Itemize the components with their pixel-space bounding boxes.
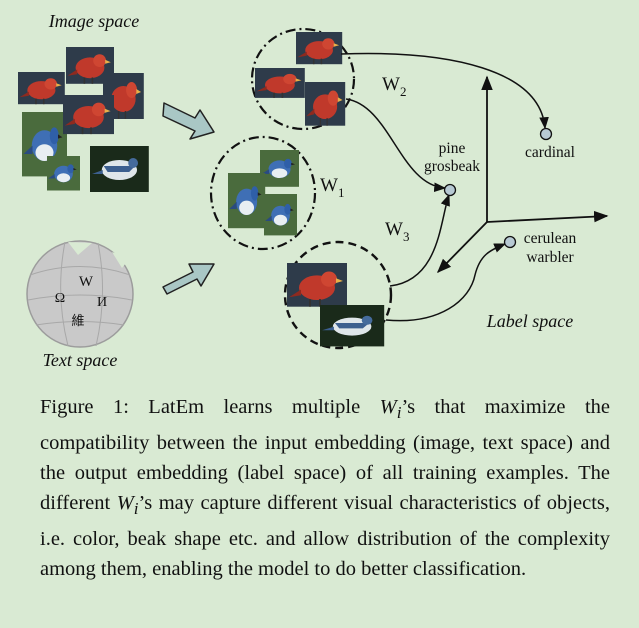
label-space-label: Label space [486,311,573,331]
pine-grosbeak-node [443,183,457,197]
pine-grosbeak-label-1: pine [439,140,466,157]
cerulean-warbler-label-2: warbler [526,249,574,266]
wiki-glyph-kanji: 維 [71,313,84,328]
bird-thumbnail-small [47,156,80,191]
cardinal-node [539,127,553,141]
wiki-glyph-omega: Ω [55,291,65,306]
w3-warbler-thumb [320,305,385,347]
bird-thumbnail-pine-grosbeak [63,95,114,135]
cardinal-label: cardinal [525,144,575,161]
wiki-glyph-w: W [79,274,94,290]
w2-hummingbird-thumb [255,68,305,98]
text-space-label: Text space [43,350,118,370]
caption-wi-symbol-2: Wi [116,492,139,519]
w2-cardinal-thumb [296,32,343,65]
block-arrow-text-to-embedding [162,263,215,295]
image-space-collage [18,47,149,192]
cluster-w1 [209,135,317,251]
cluster-w3 [283,240,393,350]
bird-thumbnail-hummingbird [18,72,65,105]
w1-label: W1 [320,175,344,200]
w1-warbler-thumb-c [264,194,297,236]
image-space-label: Image space [48,11,139,31]
pine-grosbeak-label-2: grosbeak [424,158,480,175]
w2-grosbeak-thumb [305,82,346,126]
caption-part-2: ’s may capture different visual characte… [40,492,610,581]
caption-wi-symbol-1: Wi [379,396,402,423]
label-space-axes [436,75,609,274]
w3-label: W3 [385,219,409,244]
cluster-w2 [250,27,356,131]
wikipedia-globe-icon: W Ω И 維 [26,240,134,348]
wiki-glyph-i: И [97,295,107,310]
w2-label: W2 [382,74,406,99]
w3-grosbeak-thumb [287,263,347,307]
caption-prefix: Figure 1: LatEm learns multiple [40,396,380,418]
caption-part-1: ’s that maximize the compatibility betwe… [40,396,610,515]
block-arrow-image-to-embedding [162,102,215,140]
w1-warbler-thumb-a [260,150,299,187]
figure-caption: Figure 1: LatEm learns multiple Wi’s tha… [40,392,610,584]
cerulean-warbler-node [503,235,517,249]
mapping-curves [340,52,549,322]
label-nodes [443,127,553,249]
cerulean-warbler-label-1: cerulean [524,230,577,247]
bird-thumbnail-cerulean-warbler [90,146,149,192]
w1-warbler-thumb-b [228,173,266,229]
